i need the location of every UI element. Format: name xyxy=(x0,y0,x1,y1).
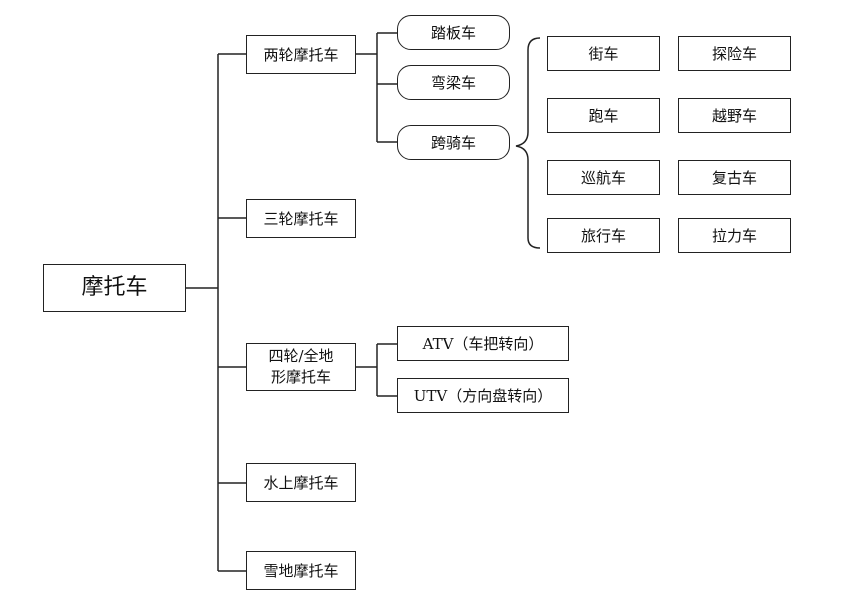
atv-node: ATV（车把转向） xyxy=(397,326,569,361)
straddle-type-label: 街车 xyxy=(588,44,619,63)
straddle-type-label: 探险车 xyxy=(711,44,757,63)
touring-bike-node: 旅行车 xyxy=(547,218,660,253)
underbone-label: 弯梁车 xyxy=(430,73,476,92)
three-wheel-node: 三轮摩托车 xyxy=(246,199,356,238)
utv-label: UTV（方向盘转向） xyxy=(413,386,553,405)
scooter-node: 踏板车 xyxy=(397,15,510,50)
four-wheel-node: 四轮/全地 形摩托车 xyxy=(246,343,356,391)
straddle-type-label: 巡航车 xyxy=(580,168,626,187)
three-wheel-label: 三轮摩托车 xyxy=(263,209,339,228)
atv-label: ATV（车把转向） xyxy=(422,334,544,353)
scooter-label: 踏板车 xyxy=(430,23,476,42)
snow-node: 雪地摩托车 xyxy=(246,551,356,590)
cruiser-bike-node: 巡航车 xyxy=(547,160,660,195)
straddle-type-label: 越野车 xyxy=(711,106,757,125)
straddle-type-label: 复古车 xyxy=(711,168,757,187)
rally-bike-node: 拉力车 xyxy=(678,218,791,253)
four-wheel-label-line2: 形摩托车 xyxy=(270,368,331,386)
retro-bike-node: 复古车 xyxy=(678,160,791,195)
curly-brace xyxy=(515,37,541,249)
two-wheel-label: 两轮摩托车 xyxy=(263,45,339,64)
four-wheel-label-line1: 四轮/全地 xyxy=(268,347,334,365)
root-label: 摩托车 xyxy=(81,275,148,300)
root-node: 摩托车 xyxy=(43,264,186,312)
water-label: 水上摩托车 xyxy=(263,473,339,492)
straddle-node: 跨骑车 xyxy=(397,125,510,160)
water-node: 水上摩托车 xyxy=(246,463,356,502)
straddle-type-label: 拉力车 xyxy=(711,226,757,245)
two-wheel-node: 两轮摩托车 xyxy=(246,35,356,74)
straddle-label: 跨骑车 xyxy=(430,133,476,152)
utv-node: UTV（方向盘转向） xyxy=(397,378,569,413)
sport-bike-node: 跑车 xyxy=(547,98,660,133)
offroad-bike-node: 越野车 xyxy=(678,98,791,133)
snow-label: 雪地摩托车 xyxy=(263,561,339,580)
underbone-node: 弯梁车 xyxy=(397,65,510,100)
street-bike-node: 街车 xyxy=(547,36,660,71)
straddle-type-label: 跑车 xyxy=(588,106,619,125)
adventure-bike-node: 探险车 xyxy=(678,36,791,71)
straddle-type-label: 旅行车 xyxy=(580,226,626,245)
